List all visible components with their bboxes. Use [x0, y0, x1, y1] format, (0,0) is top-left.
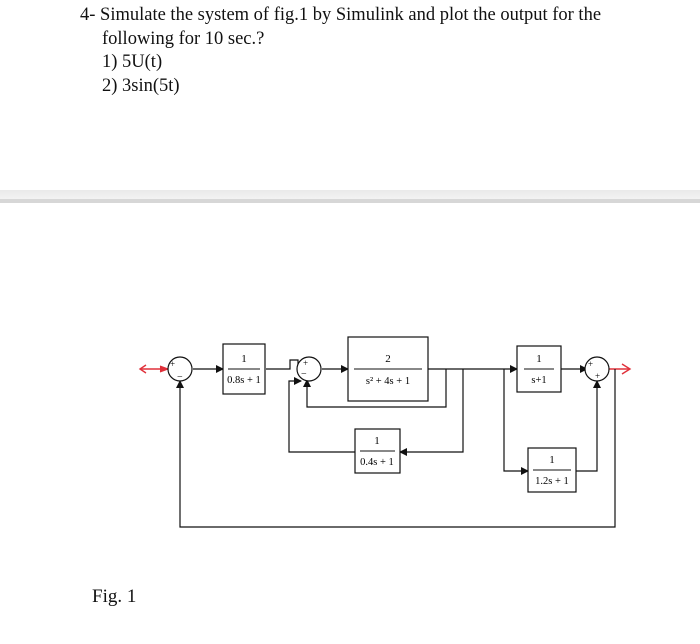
svg-text:+: +	[595, 371, 600, 381]
block-g5: 1 1.2s + 1	[527, 447, 577, 493]
g3-denominator: 0.4s + 1	[360, 457, 394, 468]
output-arrow-head	[621, 363, 632, 375]
outer-feedback-loop	[176, 369, 616, 528]
block-g2: 2 s² + 4s + 1	[347, 336, 429, 402]
sum-junction-2: + −	[296, 356, 322, 382]
figure-caption: Fig. 1	[92, 586, 137, 607]
input-arrow-head	[138, 364, 147, 374]
sum-junction-1: + −	[167, 356, 193, 383]
problem-line-1: 4- Simulate the system of fig.1 by Simul…	[80, 5, 602, 25]
problem-line-2: following for 10 sec.?	[102, 28, 265, 49]
g1-denominator: 0.8s + 1	[227, 375, 261, 386]
g2-denominator: s² + 4s + 1	[366, 376, 410, 387]
feedback-g3-in	[399, 369, 464, 456]
g4-denominator: s+1	[531, 375, 546, 386]
block-g3: 1 0.4s + 1	[354, 428, 401, 474]
page-divider	[0, 199, 700, 203]
g5-denominator: 1.2s + 1	[535, 476, 569, 487]
svg-text:+: +	[303, 358, 308, 368]
g4-numerator: 1	[536, 353, 542, 365]
g1-numerator: 1	[241, 353, 247, 365]
g5-numerator: 1	[549, 454, 555, 466]
block-g1: 1 0.8s + 1	[222, 343, 266, 395]
svg-text:+: +	[170, 359, 175, 369]
sum-junction-3: + +	[584, 356, 610, 382]
problem-item-1: 1) 5U(t)	[102, 52, 163, 72]
feedback-unity-loop	[303, 369, 447, 408]
problem-item-2: 2) 3sin(5t)	[102, 75, 180, 96]
problem-statement: 4- Simulate the system of fig.1 by Simul…	[80, 4, 680, 98]
svg-text:−: −	[177, 372, 183, 383]
parallel-g5-out	[576, 380, 601, 472]
parallel-g5-in	[503, 369, 529, 475]
g3-numerator: 1	[374, 435, 380, 447]
g2-numerator: 2	[385, 353, 391, 365]
page-divider-shadow	[0, 190, 700, 200]
block-g4: 1 s+1	[516, 345, 562, 393]
feedback-g3-out	[288, 377, 355, 453]
svg-text:+: +	[588, 359, 593, 369]
svg-text:−: −	[301, 369, 307, 380]
